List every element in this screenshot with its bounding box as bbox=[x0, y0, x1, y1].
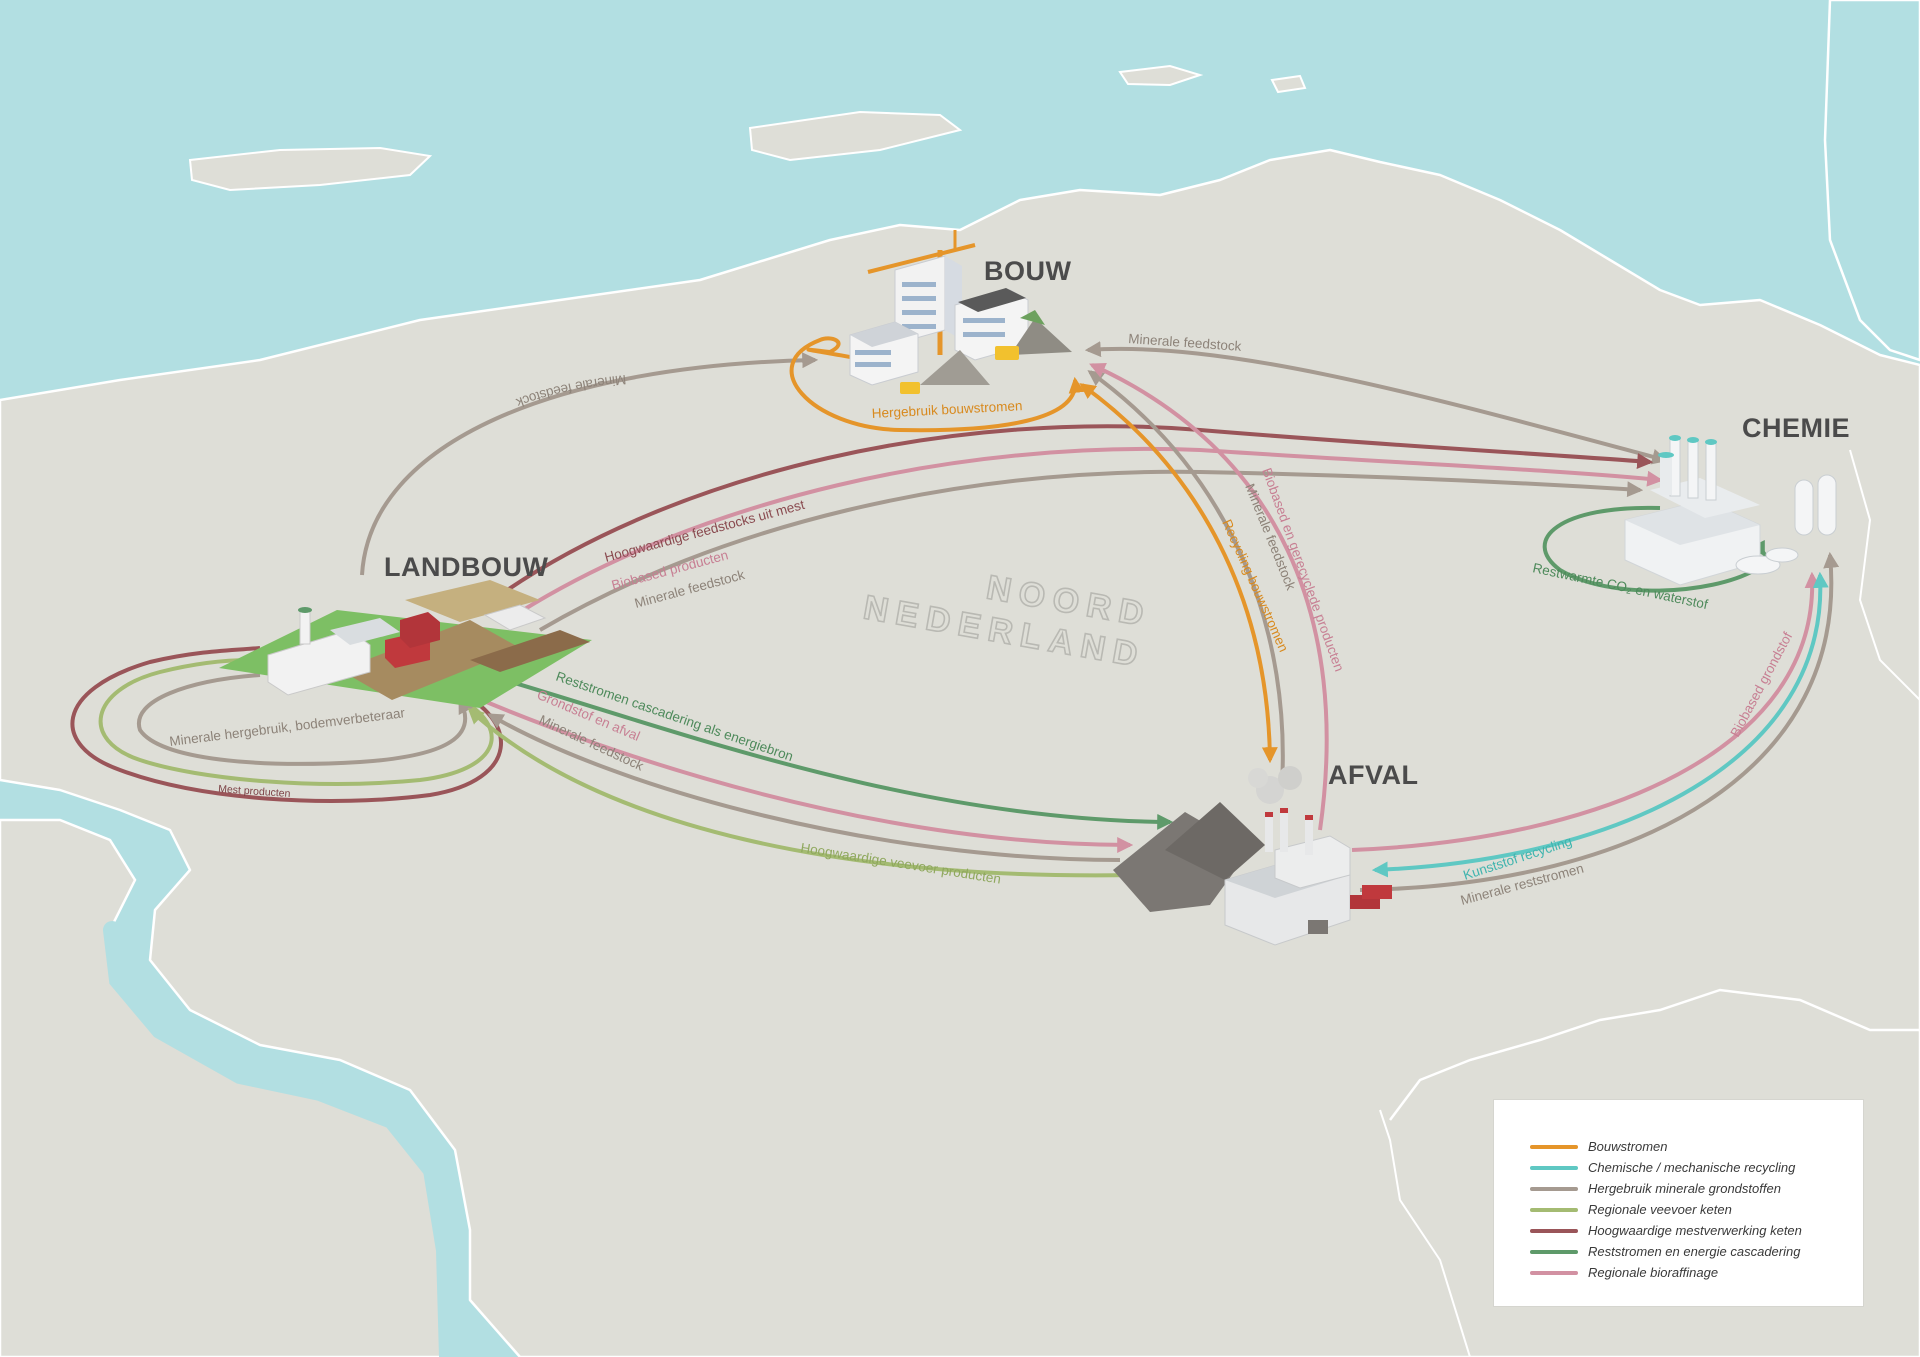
flow-veevoer-loop bbox=[98, 658, 494, 786]
flow-minerale-feedstock-chemie-bouw bbox=[1084, 341, 1669, 465]
node-label-bouw: BOUW bbox=[984, 256, 1071, 286]
flow-biobased-gerecyclede bbox=[1089, 362, 1329, 831]
legend-label: Regionale bioraffinage bbox=[1588, 1265, 1719, 1280]
flow-minerale-feedstock-landbouw-bouw bbox=[360, 352, 819, 576]
node-label-chemie: CHEMIE bbox=[1742, 413, 1850, 443]
afval-illustration: AFVAL bbox=[1113, 760, 1419, 946]
legend-label: Hergebruik minerale grondstoffen bbox=[1588, 1181, 1781, 1196]
flow-hoogwaardige-veevoer bbox=[467, 707, 1136, 878]
legend-label: Regionale veevoer keten bbox=[1588, 1202, 1732, 1217]
legend-item: Regionale veevoer keten bbox=[1530, 1199, 1863, 1220]
flow-reststromen-cascadering bbox=[469, 668, 1174, 830]
legend-item: Regionale bioraffinage bbox=[1530, 1262, 1863, 1283]
node-label-afval: AFVAL bbox=[1328, 760, 1419, 790]
island bbox=[748, 110, 963, 162]
island bbox=[188, 146, 433, 192]
island bbox=[1270, 74, 1307, 94]
river bbox=[103, 921, 457, 1357]
legend-label: Reststromen en energie cascadering bbox=[1588, 1244, 1801, 1259]
legend-item: Bouwstromen bbox=[1530, 1136, 1863, 1157]
island bbox=[1118, 64, 1204, 87]
legend-label: Chemische / mechanische recycling bbox=[1588, 1160, 1796, 1175]
legend-swatch bbox=[1530, 1207, 1578, 1212]
legend-swatch bbox=[1530, 1144, 1578, 1149]
legend-swatch bbox=[1530, 1186, 1578, 1191]
landbouw-illustration: LANDBOUW bbox=[219, 552, 592, 708]
legend-item: Chemische / mechanische recycling bbox=[1530, 1157, 1863, 1178]
province-border bbox=[1849, 449, 1920, 701]
flow-minerale-feedstock-afval-bouw bbox=[1087, 370, 1285, 786]
legend-swatch bbox=[1530, 1249, 1578, 1254]
legend-swatch bbox=[1530, 1228, 1578, 1233]
province-border bbox=[1389, 988, 1920, 1121]
legend-swatch bbox=[1530, 1270, 1578, 1275]
legend-swatch bbox=[1530, 1165, 1578, 1170]
flow-minerale-hergebruik-loop bbox=[136, 673, 473, 766]
node-label-landbouw: LANDBOUW bbox=[384, 552, 548, 582]
province-border bbox=[1379, 1109, 1471, 1357]
east-sea bbox=[1823, 0, 1920, 362]
legend-label: Bouwstromen bbox=[1588, 1139, 1668, 1154]
flow-minerale-feedstock-landbouw-afval bbox=[487, 713, 1121, 862]
bouw-illustration: BOUW bbox=[849, 230, 1072, 394]
legend-item: Hoogwaardige mestverwerking keten bbox=[1530, 1220, 1863, 1241]
flow-grondstof-afval bbox=[457, 688, 1134, 853]
flow-label-mest-producten: Mest producten bbox=[218, 783, 291, 800]
flow-mest-producten-loop bbox=[70, 646, 503, 803]
flow-hergebruik-bouwstromen-loop bbox=[789, 336, 1085, 433]
flow-minerale-reststromen bbox=[1359, 551, 1840, 892]
legend-item: Reststromen en energie cascadering bbox=[1530, 1241, 1863, 1262]
flow-recycling-bouwstromen bbox=[1079, 383, 1278, 764]
legend-item: Hergebruik minerale grondstoffen bbox=[1530, 1178, 1863, 1199]
flow-kunststof-recycling bbox=[1371, 571, 1829, 878]
legend-label: Hoogwaardige mestverwerking keten bbox=[1588, 1223, 1802, 1238]
chemie-illustration: CHEMIE bbox=[1624, 413, 1850, 586]
